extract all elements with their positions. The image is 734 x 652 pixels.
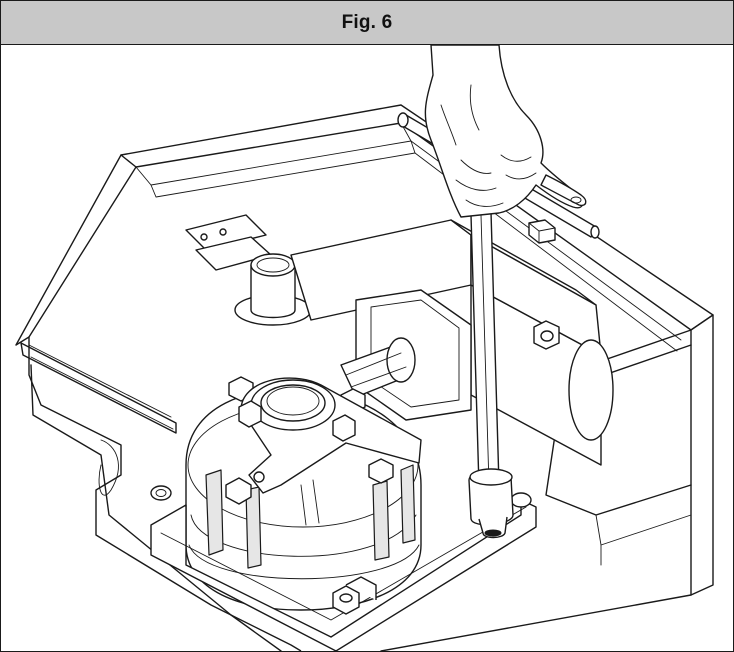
drive-arm: [238, 377, 422, 526]
cylinder-cap: [234, 253, 312, 326]
figure-title: Fig. 6: [341, 11, 393, 33]
figure-illustration-area: [1, 45, 733, 651]
base-plate: [150, 485, 537, 651]
hand-illustration: [424, 45, 587, 218]
figure-header: Fig. 6: [1, 1, 733, 45]
output-shaft: [340, 337, 416, 398]
housing-tray: [15, 104, 714, 651]
motor-housing-illustration: [15, 45, 714, 651]
